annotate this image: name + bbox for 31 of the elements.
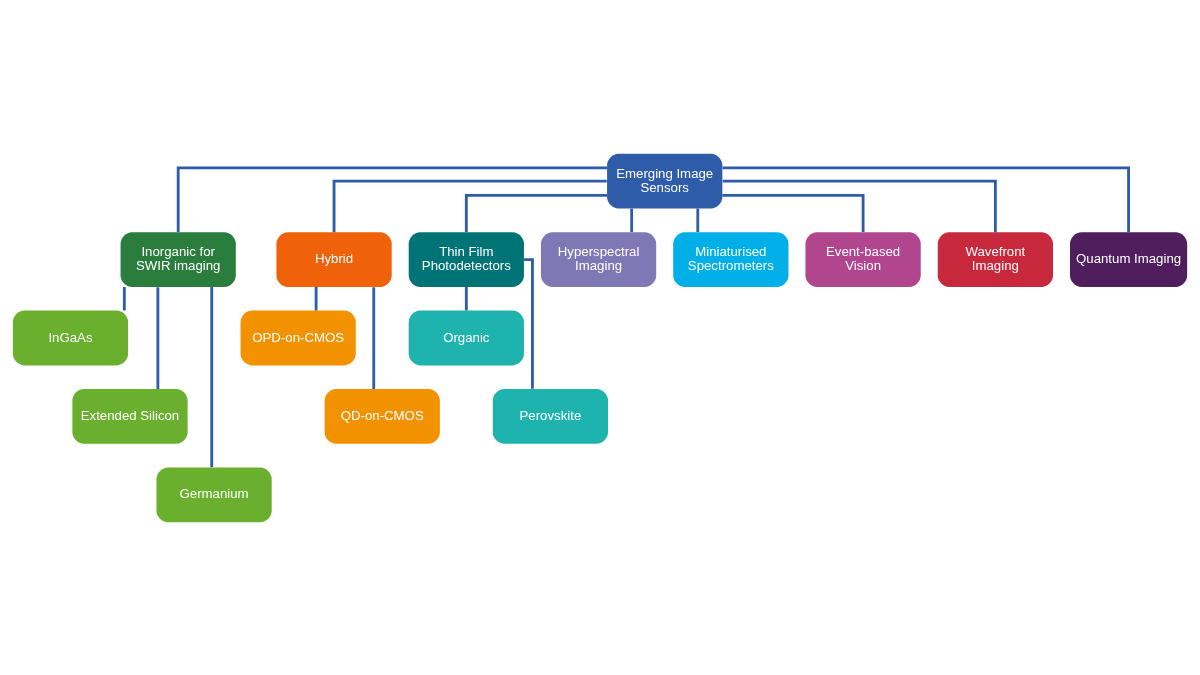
connector: [722, 166, 1130, 232]
connector: [156, 286, 160, 389]
connector: [524, 257, 534, 389]
node-box: Hyperspectral Imaging: [540, 231, 657, 287]
node-box: Inorganic for SWIR imaging: [120, 231, 236, 287]
node-box: Emerging Image Sensors: [607, 153, 723, 209]
connector: [210, 286, 214, 467]
node-box: InGaAs: [12, 310, 129, 365]
node-box: Wavefront Imaging: [937, 231, 1053, 287]
connector: [314, 286, 318, 310]
node-box: Quantum Imaging: [1070, 231, 1188, 287]
connector: [464, 286, 468, 310]
connector: [122, 286, 126, 310]
node-box: Miniaturised Spectrometers: [673, 231, 789, 287]
node-box: Germanium: [156, 466, 272, 522]
node-box: Thin Film Photodetectors: [408, 231, 524, 287]
connector: [176, 166, 607, 232]
connector: [464, 193, 608, 232]
connector: [722, 193, 865, 232]
connector: [372, 286, 376, 389]
connector: [332, 179, 607, 232]
node-box: QD-on-CMOS: [324, 388, 440, 444]
connector: [722, 179, 997, 232]
connector: [696, 208, 700, 232]
node-box: Perovskite: [492, 388, 609, 444]
node-box: Hybrid: [276, 231, 392, 287]
node-box: OPD-on-CMOS: [240, 310, 356, 365]
node-box: Event-based Vision: [805, 231, 921, 287]
node-box: Organic: [408, 310, 524, 365]
node-box: Extended Silicon: [72, 388, 188, 444]
connector: [630, 208, 634, 232]
